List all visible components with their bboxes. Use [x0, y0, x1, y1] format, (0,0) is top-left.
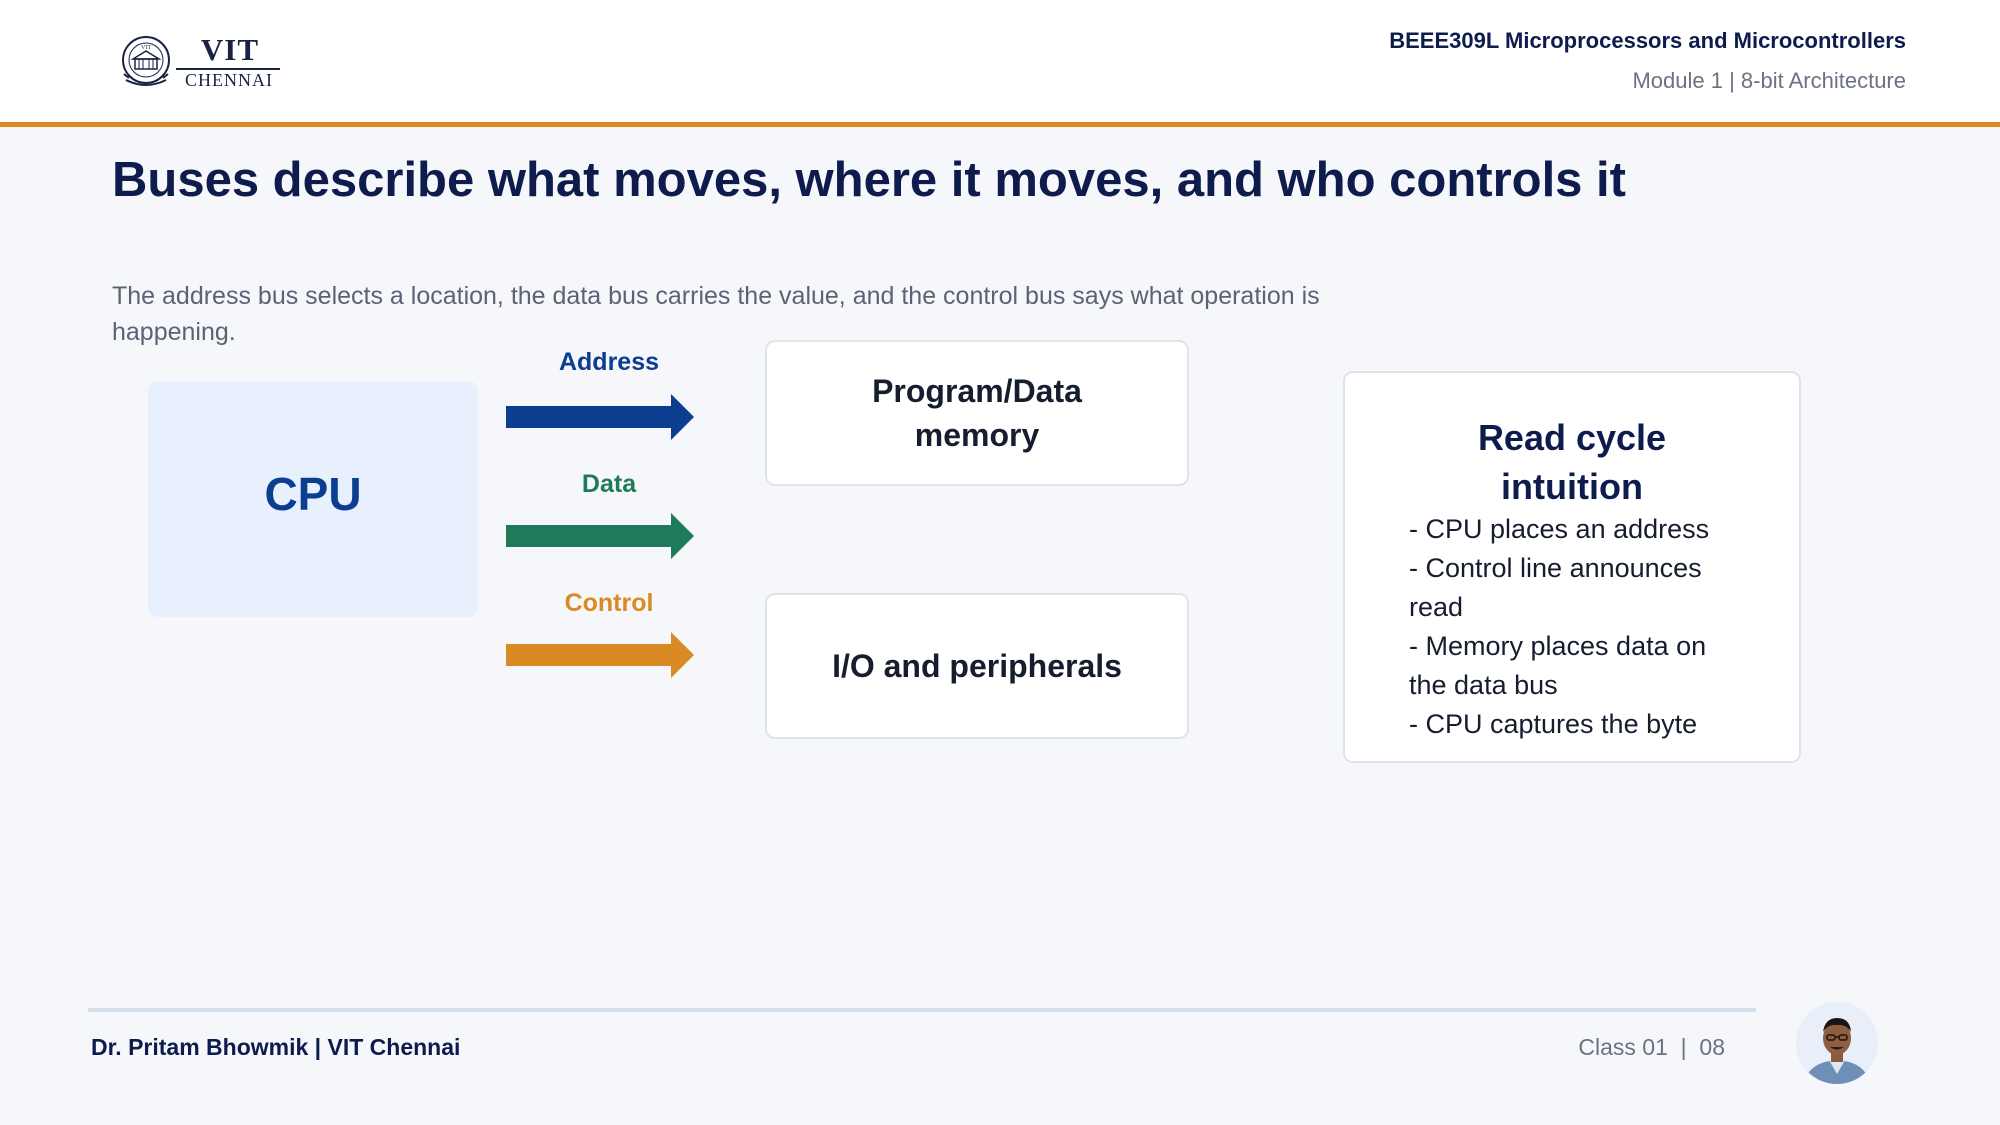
presenter-avatar — [1796, 1002, 1878, 1084]
logo-subtext: CHENNAI — [185, 70, 273, 90]
read-cycle-step: - Memory places data on the data bus — [1409, 631, 1707, 700]
io-box: I/O and peripherals — [765, 593, 1189, 739]
footer-author: Dr. Pritam Bhowmik | VIT Chennai — [91, 1034, 461, 1060]
class-info-text: Class 01 | 08 — [1578, 1034, 1725, 1060]
io-box-label: I/O and peripherals — [832, 648, 1122, 684]
read-cycle-steps: - CPU places an address - Control line a… — [1409, 510, 1749, 744]
memory-box: Program/Data memory — [765, 340, 1189, 486]
read-cycle-step: - CPU captures the byte — [1409, 709, 1698, 739]
data-bus-label: Data — [581, 470, 637, 498]
control-bus-label: Control — [564, 589, 654, 617]
cpu-label: CPU — [264, 468, 362, 520]
address-bus-label: Address — [558, 348, 660, 376]
read-cycle-step: - Control line announces read — [1409, 553, 1702, 622]
logo-divider — [176, 68, 280, 70]
seal-text: VIT — [141, 45, 151, 51]
presenter-avatar-icon — [1796, 1002, 1878, 1084]
slide-subtitle: The address bus selects a location, the … — [112, 282, 1320, 346]
footer-rule — [88, 1008, 1756, 1012]
memory-box-label: Program/Data memory — [872, 373, 1082, 453]
logo-text: VIT — [200, 32, 260, 67]
module-title: Module 1 | 8-bit Architecture — [1632, 68, 1906, 93]
vit-chennai-logo: VIT VIT CHENNAI — [120, 32, 280, 90]
vit-seal-icon: VIT — [122, 36, 170, 86]
read-cycle-title: Read cycle intuition — [1345, 413, 1799, 511]
address-bus-arrow-shape — [506, 394, 694, 440]
read-cycle-title-text: Read cycle intuition — [1477, 417, 1667, 507]
data-bus-arrow-shape — [506, 513, 694, 559]
footer-class-info: Class 01 | 08 — [1578, 1034, 1725, 1061]
address-bus-arrow — [506, 394, 694, 440]
slide-header: VIT VIT CHENNAI BEEE309L Microprocessors… — [0, 0, 2000, 122]
read-cycle-step: - CPU places an address — [1409, 514, 1710, 544]
data-bus-arrow — [506, 513, 694, 559]
header-accent-rule — [0, 122, 2000, 127]
cpu-block: CPU — [148, 381, 478, 617]
course-title: BEEE309L Microprocessors and Microcontro… — [1389, 28, 1906, 53]
slide-title: Buses describe what moves, where it move… — [112, 153, 1626, 207]
control-bus-arrow — [506, 632, 694, 678]
control-bus-arrow-shape — [506, 632, 694, 678]
read-cycle-card: Read cycle intuition - CPU places an add… — [1343, 371, 1801, 763]
